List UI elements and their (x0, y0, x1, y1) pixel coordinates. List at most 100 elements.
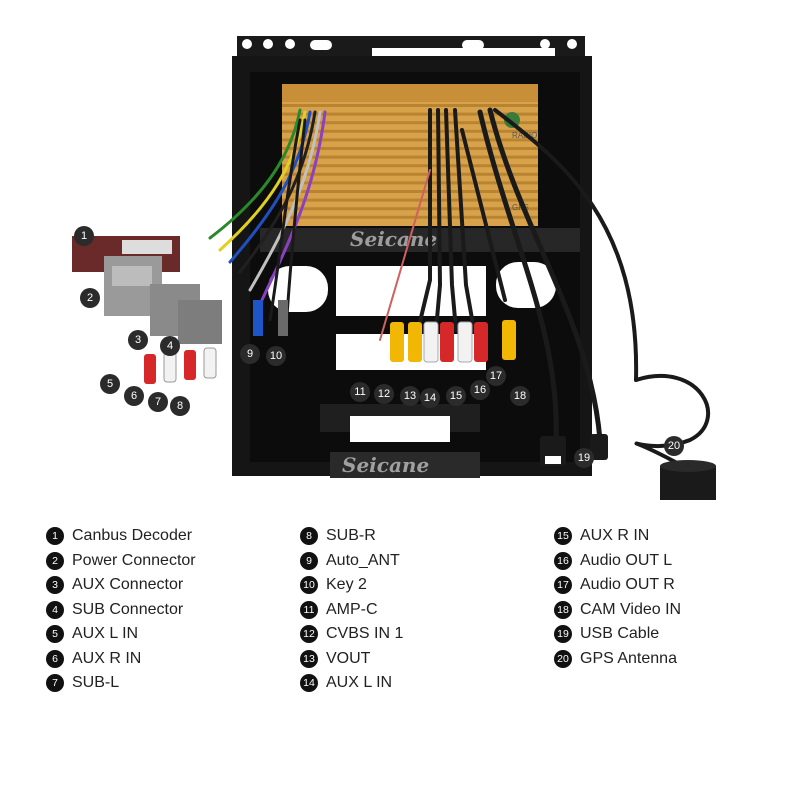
legend-item: 18 CAM Video IN (554, 598, 681, 623)
legend-number: 14 (300, 674, 318, 693)
legend-number: 6 (46, 649, 64, 668)
legend-label: SUB Connector (72, 600, 184, 618)
legend-item: 11 AMP-C (300, 598, 403, 623)
watermark-band-bottom: Seicane (330, 452, 480, 478)
legend-number: 3 (46, 576, 64, 595)
callout-badge-9: 9 (240, 344, 260, 364)
watermark-text-bottom: Seicane (342, 453, 429, 477)
callout-number: 3 (134, 334, 142, 346)
callout-number: 8 (176, 400, 184, 412)
legend-number: 18 (554, 600, 572, 619)
wiring-harness (208, 107, 710, 472)
legend-label: SUB-L (72, 674, 120, 692)
legend-label: SUB-R (326, 527, 376, 545)
callout-number: 16 (473, 384, 487, 396)
callout-number: 1 (80, 230, 88, 242)
legend-number: 4 (46, 600, 64, 619)
legend-label: Canbus Decoder (72, 527, 193, 545)
legend-item: 6 AUX R IN (46, 647, 196, 672)
callout-badge-13: 13 (400, 386, 420, 406)
callout-number: 19 (577, 452, 591, 464)
callout-badge-11: 11 (350, 382, 370, 402)
legend-item: 8 SUB-R (300, 524, 403, 549)
legend-label: USB Cable (580, 625, 660, 643)
watermark-text: Seicane (350, 227, 437, 251)
callout-badge-5: 5 (100, 374, 120, 394)
watermark-band-top: Seicane (260, 227, 580, 252)
callout-badge-6: 6 (124, 386, 144, 406)
callout-badge-3: 3 (128, 330, 148, 350)
legend-label: Audio OUT L (580, 551, 673, 569)
antenna-leads (253, 300, 288, 336)
legend-item: 9 Auto_ANT (300, 549, 403, 574)
legend-column-3: 15 AUX R IN 16 Audio OUT L 17 Audio OUT R 18 CA… (554, 524, 681, 671)
callout-number: 10 (269, 350, 283, 362)
callout-badge-4: 4 (160, 336, 180, 356)
legend-number: 20 (554, 649, 572, 668)
legend-item: 4 SUB Connector (46, 598, 196, 623)
legend-label: Power Connector (72, 551, 196, 569)
gps-label: GPS (512, 203, 529, 212)
callout-number: 6 (130, 390, 138, 402)
callout-number: 5 (106, 378, 114, 390)
legend-number: 15 (554, 527, 572, 546)
callout-badge-7: 7 (148, 392, 168, 412)
legend-label: AMP-C (326, 600, 378, 618)
callout-badge-1: 1 (74, 226, 94, 246)
legend-label: Auto_ANT (326, 551, 400, 569)
legend-item: 14 AUX L IN (300, 671, 403, 696)
callout-badge-18: 18 (510, 386, 530, 406)
callout-badge-14: 14 (420, 388, 440, 408)
callout-number: 4 (166, 340, 174, 352)
callout-number: 2 (86, 292, 94, 304)
legend-label: AUX R IN (580, 527, 650, 545)
callout-number: 13 (403, 390, 417, 402)
legend-item: 20 GPS Antenna (554, 647, 681, 672)
callout-number: 17 (489, 370, 503, 382)
legend-item: 1 Canbus Decoder (46, 524, 196, 549)
legend-number: 17 (554, 576, 572, 595)
legend-item: 19 USB Cable (554, 622, 681, 647)
legend-label: AUX L IN (326, 674, 393, 692)
callout-number: 14 (423, 392, 437, 404)
heatsink (282, 84, 538, 226)
legend-number: 7 (46, 674, 64, 693)
callout-badge-8: 8 (170, 396, 190, 416)
legend-number: 1 (46, 527, 64, 546)
sub-connector (178, 300, 222, 344)
usb-connectors (540, 434, 608, 466)
legend-number: 11 (300, 600, 318, 619)
callout-badge-19: 19 (574, 448, 594, 468)
legend-number: 19 (554, 625, 572, 644)
legend-number: 9 (300, 551, 318, 570)
legend-label: GPS Antenna (580, 649, 677, 667)
callout-badge-10: 10 (266, 346, 286, 366)
callout-number: 11 (354, 386, 366, 398)
legend-label: CAM Video IN (580, 600, 682, 618)
gps-antenna-puck (660, 460, 716, 500)
legend-item: 15 AUX R IN (554, 524, 681, 549)
legend-number: 5 (46, 625, 64, 644)
callout-badge-16: 16 (470, 380, 490, 400)
legend-label: Audio OUT R (580, 576, 675, 594)
callout-badge-20: 20 (664, 436, 684, 456)
callout-badge-15: 15 (446, 386, 466, 406)
callout-number: 18 (513, 390, 527, 402)
callout-number: 20 (667, 440, 681, 452)
legend-item: 5 AUX L IN (46, 622, 196, 647)
legend-label: AUX L IN (72, 625, 139, 643)
head-unit-rear-photo: Seicane Seicane RADIO GPS (72, 36, 716, 500)
callout-badge-2: 2 (80, 288, 100, 308)
legend-label: CVBS IN 1 (326, 625, 404, 643)
legend-number: 16 (554, 551, 572, 570)
callout-number: 15 (449, 390, 463, 402)
legend-number: 10 (300, 576, 318, 595)
legend-item: 17 Audio OUT R (554, 573, 681, 598)
legend-number: 8 (300, 527, 318, 546)
legend-label: AUX R IN (72, 649, 142, 667)
